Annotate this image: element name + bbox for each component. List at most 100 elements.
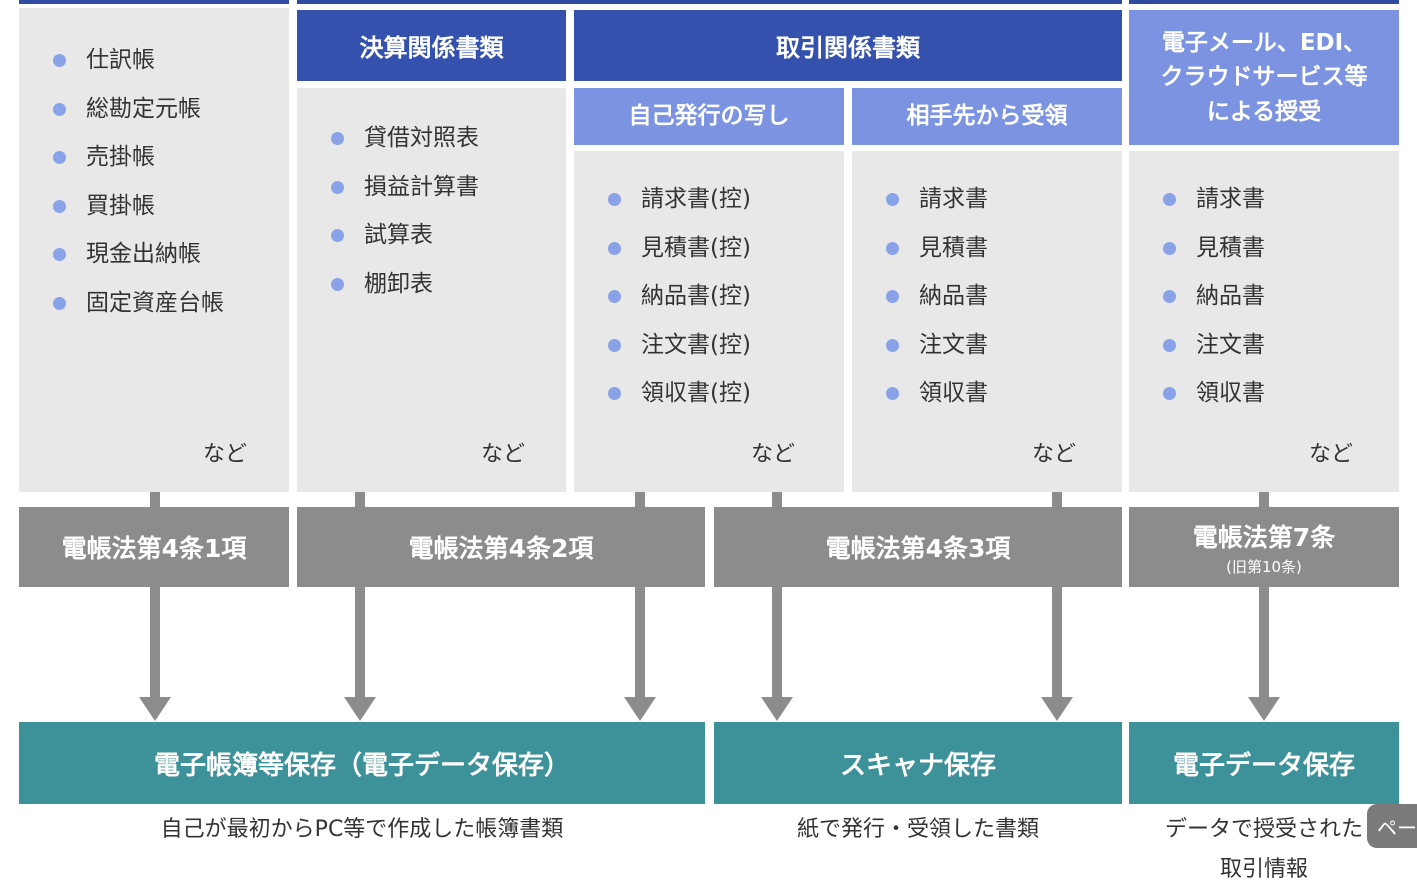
connector: [635, 492, 645, 508]
list-item: 請求書(控): [608, 184, 751, 233]
bullet-icon: [331, 277, 344, 291]
bullet-icon: [1163, 338, 1176, 352]
list-item: 注文書: [886, 330, 988, 379]
self-issued-list: 請求書(控) 見積書(控) 納品書(控) 注文書(控) 領収書(控): [608, 184, 751, 427]
bullet-icon: [53, 102, 66, 116]
arrow-shaft: [150, 587, 160, 699]
law-box-4-2: 電帳法第4条2項: [297, 507, 705, 587]
bullet-icon: [886, 193, 899, 206]
ledger-panel: 仕訳帳 総勘定元帳 売掛帳 買掛帳 現金出納帳 固定資産台帳 など: [19, 8, 289, 492]
bullet-icon: [53, 151, 66, 164]
bullet-icon: [886, 387, 899, 400]
bullet-icon: [53, 296, 66, 310]
scanner-caption: 紙で発行・受領した書類: [796, 817, 1039, 842]
arrow-shaft: [635, 587, 645, 699]
bullet-icon: [53, 248, 66, 261]
bullet-icon: [608, 241, 621, 255]
list-item: 注文書: [1163, 330, 1265, 379]
bullet-icon: [608, 387, 621, 400]
list-item: 見積書: [886, 233, 988, 282]
bullet-icon: [886, 290, 899, 303]
bullet-icon: [608, 290, 621, 303]
list-item: 買掛帳: [53, 191, 224, 240]
arrow-down-icon: [624, 697, 656, 721]
electronic-books-storage: 電子帳簿等保存（電子データ保存）: [19, 722, 705, 804]
bullet-icon: [608, 338, 621, 352]
top-line-1: [19, 0, 289, 4]
list-item: 貸借対照表: [331, 123, 479, 172]
electronic-exchange-panel: 請求書 見積書 納品書 注文書 領収書 など: [1129, 151, 1399, 492]
list-item: 試算表: [331, 220, 479, 269]
list-item: 納品書(控): [608, 281, 751, 330]
arrow-down-icon: [344, 697, 376, 721]
ledger-list: 仕訳帳 総勘定元帳 売掛帳 買掛帳 現金出納帳 固定資産台帳: [53, 45, 224, 336]
arrow-shaft: [1259, 587, 1269, 699]
top-line-3: [1129, 0, 1399, 4]
arrow-shaft: [1052, 587, 1062, 699]
list-item: 領収書: [1163, 378, 1265, 427]
connector: [1052, 492, 1062, 508]
bullet-icon: [886, 241, 899, 255]
received-panel: 請求書 見積書 納品書 注文書 領収書 など: [852, 151, 1122, 492]
list-item: 見積書: [1163, 233, 1265, 282]
list-item: 注文書(控): [608, 330, 751, 379]
list-item: 仕訳帳: [53, 45, 224, 94]
law-box-4-1: 電帳法第4条1項: [19, 507, 289, 587]
list-item: 領収書: [886, 378, 988, 427]
list-item: 領収書(控): [608, 378, 751, 427]
law-box-7: 電帳法第7条 (旧第10条): [1129, 507, 1399, 587]
law-box-4-3: 電帳法第4条3項: [714, 507, 1122, 587]
electronic-exchange-header: 電子メール、EDI、 クラウドサービス等 による授受: [1129, 10, 1399, 145]
arrow-down-icon: [1041, 697, 1073, 721]
etc-label: など: [481, 442, 526, 467]
electronic-data-caption: データで授受された 取引情報: [1164, 817, 1363, 882]
financial-statements-panel: 貸借対照表 損益計算書 試算表 棚卸表 など: [297, 88, 566, 492]
arrow-shaft: [355, 587, 365, 699]
list-item: 総勘定元帳: [53, 94, 224, 143]
connector: [150, 492, 160, 508]
list-item: 損益計算書: [331, 172, 479, 221]
list-item: 請求書: [1163, 184, 1265, 233]
etc-label: など: [203, 442, 248, 467]
list-item: 売掛帳: [53, 142, 224, 191]
connector: [1259, 492, 1269, 508]
financial-statements-list: 貸借対照表 損益計算書 試算表 棚卸表: [331, 123, 479, 317]
top-line-2: [297, 0, 1122, 4]
bullet-icon: [53, 199, 66, 213]
etc-label: など: [1032, 442, 1077, 467]
self-issued-copy-header: 自己発行の写し: [574, 88, 844, 145]
bullet-icon: [1163, 387, 1176, 400]
bullet-icon: [53, 54, 66, 67]
electronic-books-caption: 自己が最初からPC等で作成した帳簿書類: [160, 817, 564, 842]
bullet-icon: [1163, 241, 1176, 255]
list-item: 請求書: [886, 184, 988, 233]
list-item: 固定資産台帳: [53, 288, 224, 337]
bullet-icon: [331, 229, 344, 242]
received-from-partner-header: 相手先から受領: [852, 88, 1122, 145]
page-button[interactable]: ペー: [1367, 804, 1417, 848]
list-item: 現金出納帳: [53, 239, 224, 288]
connector: [355, 492, 365, 508]
electronic-exchange-list: 請求書 見積書 納品書 注文書 領収書: [1163, 184, 1265, 427]
connector: [772, 492, 782, 508]
received-list: 請求書 見積書 納品書 注文書 領収書: [886, 184, 988, 427]
bullet-icon: [331, 132, 344, 145]
list-item: 納品書: [1163, 281, 1265, 330]
arrow-shaft: [772, 587, 782, 699]
arrow-down-icon: [139, 697, 171, 721]
electronic-data-storage: 電子データ保存: [1129, 722, 1399, 804]
arrow-down-icon: [1248, 697, 1280, 721]
self-issued-panel: 請求書(控) 見積書(控) 納品書(控) 注文書(控) 領収書(控) など: [574, 151, 844, 492]
bullet-icon: [608, 193, 621, 206]
bullet-icon: [1163, 193, 1176, 206]
list-item: 棚卸表: [331, 269, 479, 318]
list-item: 見積書(控): [608, 233, 751, 282]
bullet-icon: [1163, 290, 1176, 303]
financial-statements-header: 決算関係書類: [297, 10, 566, 81]
etc-label: など: [751, 442, 796, 467]
scanner-storage: スキャナ保存: [714, 722, 1122, 804]
arrow-down-icon: [761, 697, 793, 721]
bullet-icon: [331, 180, 344, 194]
list-item: 納品書: [886, 281, 988, 330]
bullet-icon: [886, 338, 899, 352]
